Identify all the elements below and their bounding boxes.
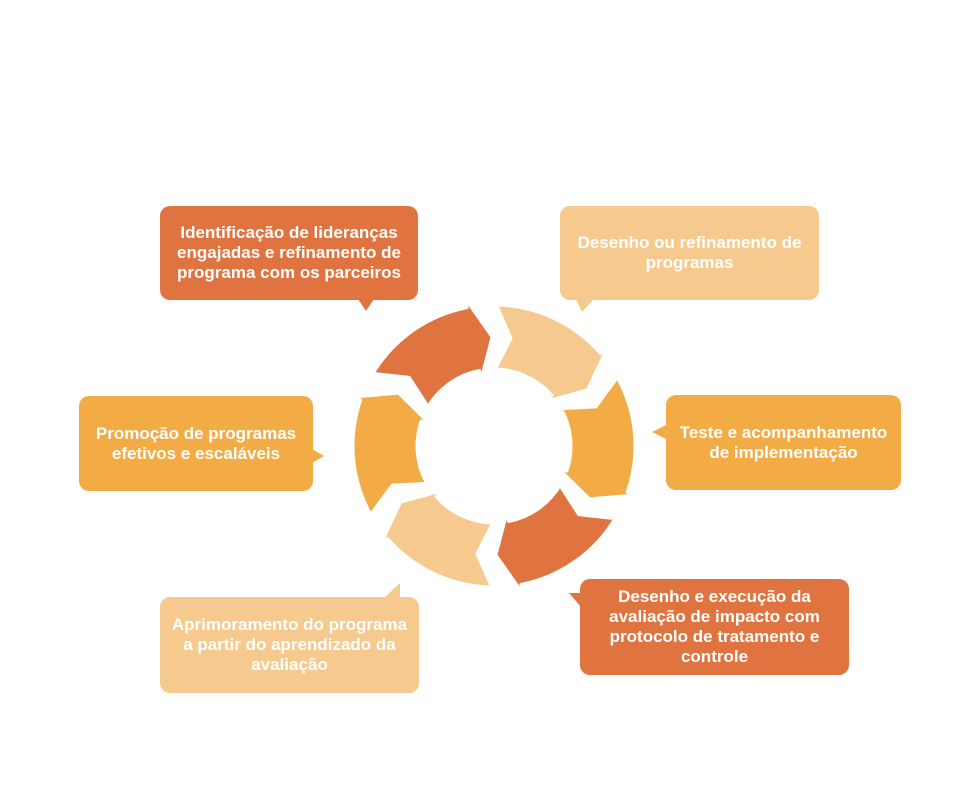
callout-step-1-pointer xyxy=(358,299,374,311)
cycle-arrows xyxy=(350,297,638,595)
callout-step-3-pointer xyxy=(652,425,666,439)
cycle-arrow-step-1 xyxy=(371,297,494,408)
callout-step-1: Identificação de lideranças engajadas e … xyxy=(160,206,418,300)
cycle-arrow-step-4 xyxy=(494,484,617,595)
callout-step-6: Promoção de programas efetivos e escaláv… xyxy=(79,396,313,491)
callout-step-1-text: Identificação de lideranças engajadas e … xyxy=(177,223,401,282)
callout-step-2: Desenho ou refinamento de programas xyxy=(560,206,819,300)
callout-step-6-text: Promoção de programas efetivos e escaláv… xyxy=(95,423,297,463)
callout-step-4: Desenho e execução da avaliação de impac… xyxy=(580,579,849,675)
callout-step-2-pointer xyxy=(576,299,594,312)
callout-step-6-pointer xyxy=(312,449,324,463)
cycle-arrow-step-5 xyxy=(379,489,495,589)
cycle-arrow-step-6 xyxy=(350,391,432,516)
callout-step-4-pointer xyxy=(569,593,581,607)
cycle-arrow-step-3 xyxy=(556,376,638,501)
callout-step-5: Aprimoramento do programa a partir do ap… xyxy=(160,597,419,693)
callout-step-3-text: Teste e acompanhamento de implementação xyxy=(679,422,888,462)
callout-step-5-text: Aprimoramento do programa a partir do ap… xyxy=(171,615,408,674)
callout-step-4-text: Desenho e execução da avaliação de impac… xyxy=(609,587,820,666)
callout-step-2-text: Desenho ou refinamento de programas xyxy=(577,233,802,272)
cycle-arrow-step-2 xyxy=(493,303,609,403)
callout-step-5-pointer xyxy=(384,583,400,598)
callout-step-3: Teste e acompanhamento de implementação xyxy=(666,395,901,490)
